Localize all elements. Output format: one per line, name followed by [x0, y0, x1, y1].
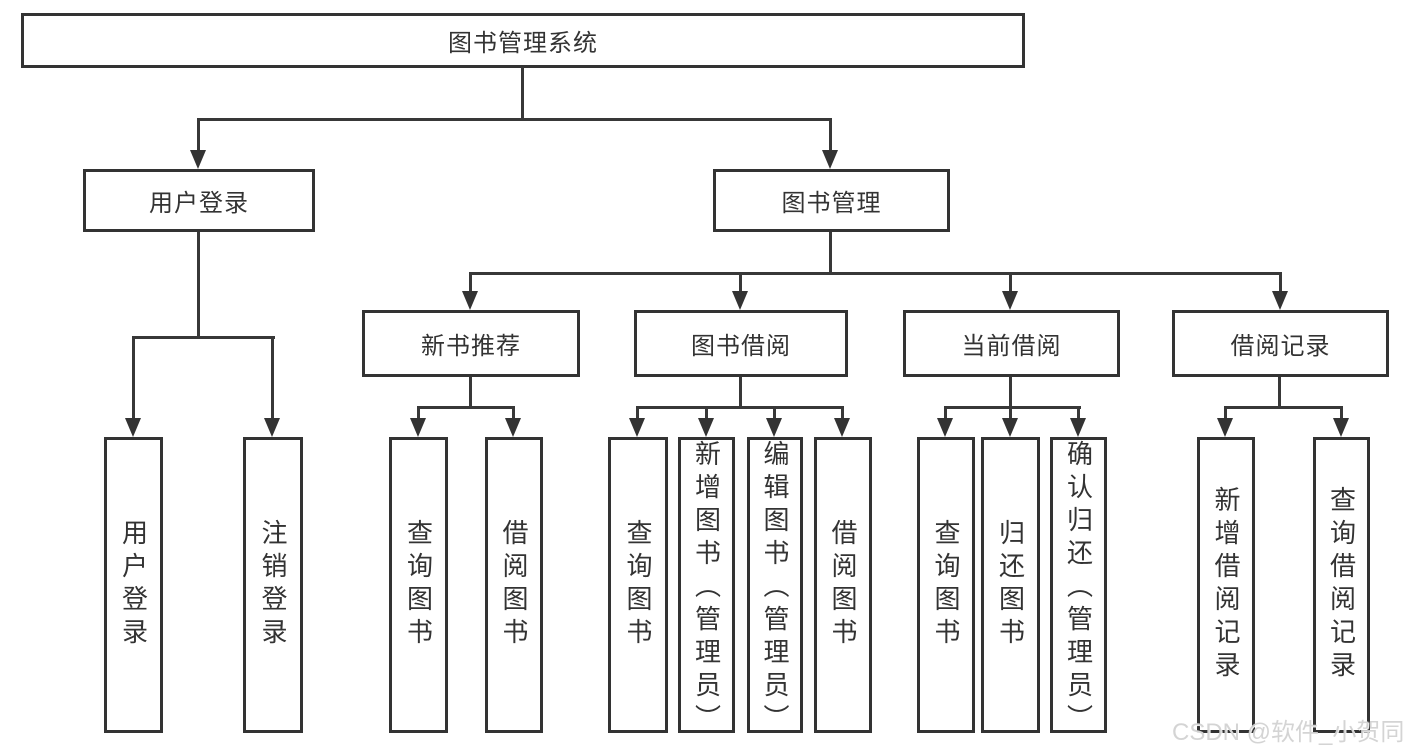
leaf-query-books-borrowing: 查询图书 — [608, 437, 668, 733]
node-current-borrowing: 当前借阅 — [903, 310, 1120, 377]
leaf-label: 用户登录 — [118, 519, 149, 651]
leaf-label: 确认归还（管理员） — [1063, 440, 1094, 737]
csdn-watermark: CSDN @软件_小贺同学 — [1172, 719, 1405, 746]
connector-line — [1278, 377, 1281, 406]
leaf-label: 借阅图书 — [828, 519, 858, 651]
connector-line — [1077, 406, 1080, 419]
connector-line — [132, 336, 275, 339]
leaf-confirm-return-admin: 确认归还（管理员） — [1050, 437, 1107, 737]
connector-line — [829, 232, 832, 272]
node-new-book-recommend: 新书推荐 — [362, 310, 580, 377]
node-library-management-system: 图书管理系统 — [21, 13, 1025, 68]
connector-line — [739, 272, 742, 292]
leaf-label: 查询图书 — [623, 519, 653, 651]
connector-line — [1009, 272, 1012, 292]
leaf-label: 编辑图书（管理员） — [760, 440, 790, 737]
leaf-add-books-admin: 新增图书（管理员） — [678, 437, 735, 737]
arrow-down-icon — [834, 418, 850, 437]
arrow-down-icon — [937, 418, 953, 437]
arrow-down-icon — [629, 418, 645, 437]
arrow-down-icon — [1272, 291, 1288, 310]
leaf-logout: 注销登录 — [243, 437, 303, 733]
arrow-down-icon — [125, 418, 141, 437]
node-book-management: 图书管理 — [713, 169, 950, 232]
connector-line — [469, 377, 472, 406]
arrow-down-icon — [1070, 418, 1086, 437]
connector-line — [417, 406, 515, 409]
connector-line — [197, 118, 832, 121]
leaf-label: 新增图书（管理员） — [691, 440, 722, 737]
arrow-down-icon — [822, 150, 838, 169]
leaf-borrow-books: 借阅图书 — [814, 437, 872, 733]
connector-line — [1340, 406, 1343, 419]
leaf-query-borrow-record: 查询借阅记录 — [1313, 437, 1370, 733]
node-user-login: 用户登录 — [83, 169, 315, 232]
arrow-down-icon — [1002, 291, 1018, 310]
arrow-down-icon — [462, 291, 478, 310]
arrow-down-icon — [1217, 418, 1233, 437]
arrow-down-icon — [1333, 418, 1349, 437]
leaf-borrow-books-recommend: 借阅图书 — [485, 437, 543, 733]
leaf-query-books-current: 查询图书 — [917, 437, 975, 733]
connector-line — [271, 336, 274, 419]
leaf-label: 归还图书 — [995, 519, 1026, 651]
leaf-user-login: 用户登录 — [104, 437, 163, 733]
arrow-down-icon — [190, 150, 206, 169]
leaf-label: 查询图书 — [403, 519, 434, 651]
arrow-down-icon — [698, 418, 714, 437]
arrow-down-icon — [410, 418, 426, 437]
connector-line — [773, 406, 776, 419]
connector-line — [1224, 406, 1342, 409]
connector-line — [132, 336, 135, 419]
connector-line — [944, 406, 947, 419]
connector-line — [417, 406, 420, 419]
leaf-edit-books-admin: 编辑图书（管理员） — [747, 437, 803, 737]
arrow-down-icon — [732, 291, 748, 310]
connector-line — [739, 377, 742, 406]
leaf-return-books: 归还图书 — [981, 437, 1040, 733]
node-book-borrowing: 图书借阅 — [634, 310, 848, 377]
connector-line — [512, 406, 515, 419]
leaf-label: 查询图书 — [931, 519, 961, 651]
connector-line — [469, 272, 472, 292]
connector-line — [197, 118, 200, 151]
connector-line — [197, 232, 200, 336]
connector-line — [829, 118, 832, 151]
arrow-down-icon — [505, 418, 521, 437]
connector-line — [705, 406, 708, 419]
leaf-label: 注销登录 — [258, 519, 288, 651]
connector-line — [636, 406, 843, 409]
connector-line — [1009, 377, 1012, 406]
leaf-label: 查询借阅记录 — [1326, 486, 1357, 684]
connector-line — [841, 406, 844, 419]
connector-line — [1224, 406, 1227, 419]
arrow-down-icon — [264, 418, 280, 437]
leaf-label: 新增借阅记录 — [1211, 486, 1241, 684]
node-borrow-records: 借阅记录 — [1172, 310, 1389, 377]
leaf-label: 借阅图书 — [499, 519, 529, 651]
connector-line — [636, 406, 639, 419]
connector-line — [944, 406, 1081, 409]
connector-line — [1279, 272, 1282, 292]
leaf-add-borrow-record: 新增借阅记录 — [1197, 437, 1255, 733]
arrow-down-icon — [1002, 418, 1018, 437]
connector-line — [521, 67, 524, 118]
connector-line — [1009, 406, 1012, 419]
connector-line — [469, 272, 1282, 275]
arrow-down-icon — [766, 418, 782, 437]
leaf-query-books-recommend: 查询图书 — [389, 437, 448, 733]
